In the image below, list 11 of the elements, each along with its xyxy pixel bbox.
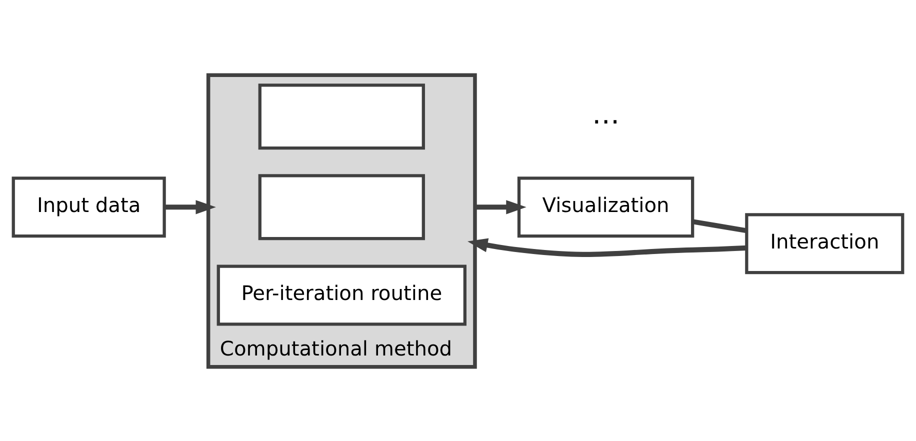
label: … xyxy=(592,97,620,130)
arrow xyxy=(164,200,216,214)
arrow xyxy=(474,200,526,214)
node-box: Input data xyxy=(12,176,166,238)
node-box xyxy=(258,174,425,240)
node-box: Interaction xyxy=(745,212,904,274)
connector xyxy=(692,218,748,233)
node-box: Visualization xyxy=(517,176,694,238)
arrow xyxy=(468,238,747,256)
node-box xyxy=(258,83,425,150)
node-box: Per-iteration routine xyxy=(216,264,466,326)
